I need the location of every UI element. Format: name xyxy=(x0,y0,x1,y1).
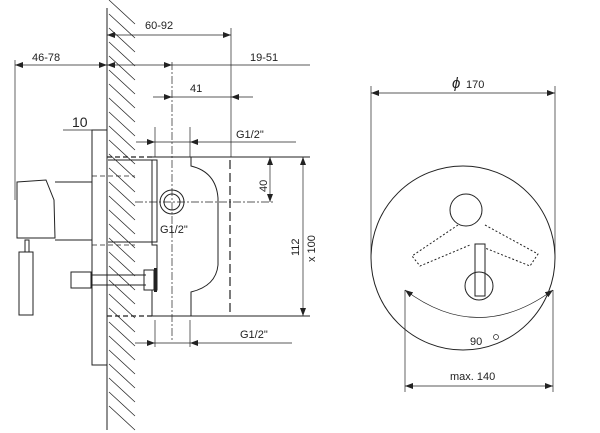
handle-body xyxy=(16,179,56,239)
hatch-line xyxy=(108,153,136,179)
dimension-x100: x 100 xyxy=(306,235,318,262)
hatch-line xyxy=(108,13,136,39)
dimension-112: 112 xyxy=(290,238,302,256)
bolt-washer xyxy=(154,268,157,292)
hatch-line xyxy=(108,195,136,221)
bolt-head xyxy=(70,271,92,289)
hatch-line xyxy=(108,41,136,67)
hatch-line xyxy=(108,321,136,347)
hatch-line xyxy=(108,0,136,25)
valve-body-left xyxy=(151,160,158,316)
dimension-max-width: max. 140 xyxy=(450,371,495,383)
dimension-60-92: 60-92 xyxy=(145,20,173,32)
hatch-line xyxy=(108,251,136,277)
thread-label-bottom: G1/2" xyxy=(240,329,268,341)
wall-hatching xyxy=(108,0,136,431)
dimension-40: 40 xyxy=(258,180,270,192)
hatch-line xyxy=(108,223,136,249)
handle-lever xyxy=(18,251,34,316)
cover-plate xyxy=(91,129,107,366)
hatch-line xyxy=(108,55,136,81)
hatch-line xyxy=(108,391,136,417)
hatch-line xyxy=(108,83,136,109)
hatch-line xyxy=(108,265,136,291)
dimension-10: 10 xyxy=(72,114,88,130)
hatch-line xyxy=(108,307,136,333)
dimension-diameter: 170 xyxy=(466,79,484,91)
hatch-line xyxy=(108,69,136,95)
lever-neck xyxy=(24,239,30,253)
dimension-46-78: 46-78 xyxy=(32,52,60,64)
hatch-line xyxy=(108,181,136,207)
cover-rosette xyxy=(370,165,556,351)
hatch-line xyxy=(108,27,136,53)
thread-label-top: G1/2" xyxy=(236,129,264,141)
handle-stem xyxy=(474,243,486,297)
dimension-19-51: 19-51 xyxy=(250,52,278,64)
thread-label-middle: G1/2" xyxy=(160,224,188,236)
hatch-line xyxy=(108,363,136,389)
lever-position-left xyxy=(411,224,471,267)
hatch-line xyxy=(108,377,136,403)
lever-position-right xyxy=(484,224,539,267)
hatch-line xyxy=(108,111,136,137)
hatch-line xyxy=(108,209,136,235)
dimension-41: 41 xyxy=(190,83,202,95)
hatch-line xyxy=(108,167,136,193)
hatch-line xyxy=(108,97,136,123)
diameter-symbol: ϕ xyxy=(452,75,460,92)
valve-housing-left xyxy=(108,159,158,243)
front-view: ϕ 170 90 max. 140 xyxy=(370,75,556,392)
hatch-line xyxy=(108,279,136,305)
hatch-line xyxy=(108,293,136,319)
handle-knob xyxy=(449,193,483,227)
hatch-line xyxy=(108,125,136,151)
bolt-nut xyxy=(143,269,155,291)
handle-sleeve xyxy=(55,181,93,241)
handle-pivot xyxy=(464,271,494,301)
arrow-heads xyxy=(107,62,172,68)
hatch-line xyxy=(108,335,136,361)
rotation-arc xyxy=(404,289,554,318)
valve-body-right-contour xyxy=(190,157,219,316)
hatch-line xyxy=(108,405,136,431)
rotation-angle: 90 xyxy=(470,336,482,348)
hatch-line xyxy=(108,349,136,375)
side-view: 60-92 46-78 19-51 41 10 G1/2" G1/2" 40 xyxy=(14,0,318,431)
degree-symbol xyxy=(493,334,499,340)
